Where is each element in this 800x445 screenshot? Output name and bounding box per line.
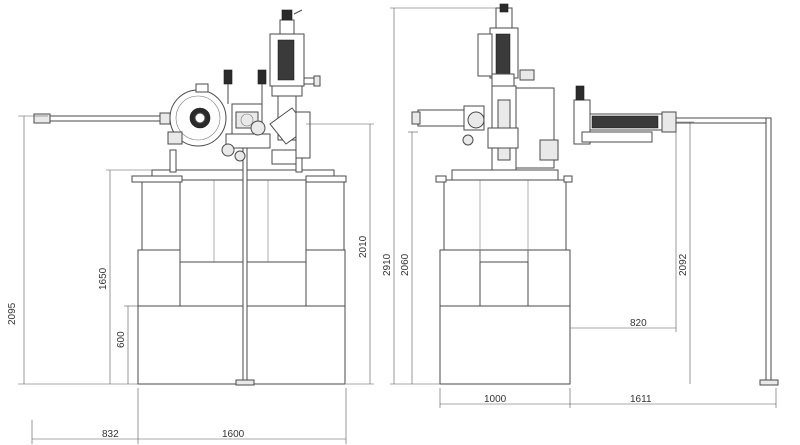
dim-side-2060: 2060 bbox=[400, 253, 411, 276]
side-left-arm bbox=[417, 109, 467, 127]
side-support-pole bbox=[765, 117, 772, 385]
dim-front-1600: 1600 bbox=[222, 429, 245, 440]
front-middle-right bbox=[305, 249, 346, 307]
side-middle-left bbox=[439, 249, 481, 307]
side-dimensions bbox=[390, 7, 777, 408]
side-view bbox=[411, 3, 779, 386]
dim-front-2010: 2010 bbox=[358, 235, 369, 258]
dim-front-832: 832 bbox=[102, 429, 119, 440]
front-base-table bbox=[137, 305, 346, 385]
dim-side-2092: 2092 bbox=[678, 253, 689, 276]
front-upper-left bbox=[141, 179, 181, 251]
front-upper-right bbox=[305, 179, 345, 251]
dim-front-600: 600 bbox=[116, 331, 127, 348]
front-middle-left bbox=[137, 249, 181, 307]
dim-front-1650: 1650 bbox=[98, 267, 109, 290]
side-upper-frame bbox=[443, 179, 567, 251]
dim-side-1000: 1000 bbox=[484, 394, 507, 405]
dim-front-2095: 2095 bbox=[7, 302, 18, 325]
dim-side-820: 820 bbox=[630, 318, 647, 329]
front-left-arm bbox=[47, 115, 167, 122]
dim-side-1611: 1611 bbox=[630, 394, 652, 405]
front-view bbox=[33, 9, 347, 386]
side-base-table bbox=[439, 305, 571, 385]
front-dimensions bbox=[18, 115, 374, 444]
front-center-column bbox=[242, 145, 248, 385]
dim-side-2910: 2910 bbox=[382, 253, 393, 276]
